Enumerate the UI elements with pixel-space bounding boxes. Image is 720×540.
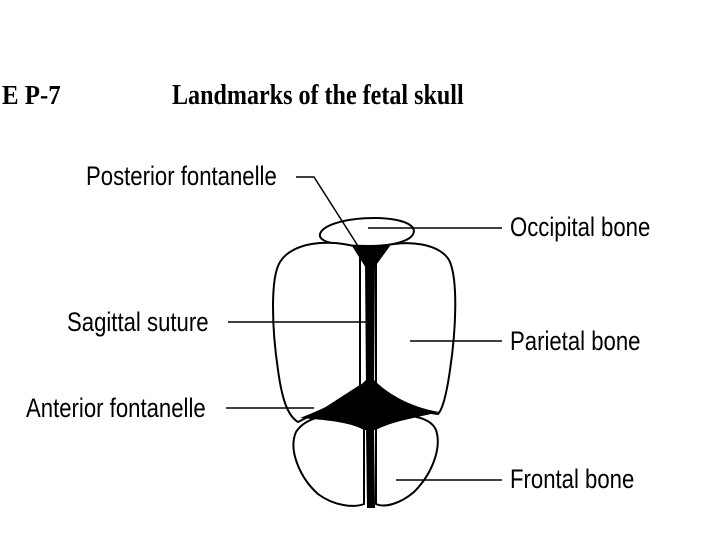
label-frontal-bone: Frontal bone <box>510 464 635 494</box>
figure-id: E P-7 <box>2 80 61 110</box>
label-sagittal-suture: Sagittal suture <box>67 307 209 337</box>
frontal-suture-shape <box>366 428 375 508</box>
posterior-fontanelle-shape <box>352 246 390 268</box>
left-frontal-bone-shape <box>292 413 365 507</box>
anterior-fontanelle-shape <box>300 380 440 430</box>
left-parietal-bone-shape <box>272 241 361 424</box>
leader-posterior-fontanelle <box>296 176 359 247</box>
label-anterior-fontanelle: Anterior fontanelle <box>26 393 206 423</box>
right-frontal-bone-shape <box>375 414 439 507</box>
figure-title: Landmarks of the fetal skull <box>172 80 464 111</box>
label-parietal-bone: Parietal bone <box>510 326 641 356</box>
occipital-bone-shape <box>318 217 415 248</box>
sagittal-suture-shape <box>365 262 375 388</box>
right-parietal-bone-shape <box>375 242 457 416</box>
label-posterior-fontanelle: Posterior fontanelle <box>86 161 277 191</box>
label-occipital-bone: Occipital bone <box>510 212 651 242</box>
